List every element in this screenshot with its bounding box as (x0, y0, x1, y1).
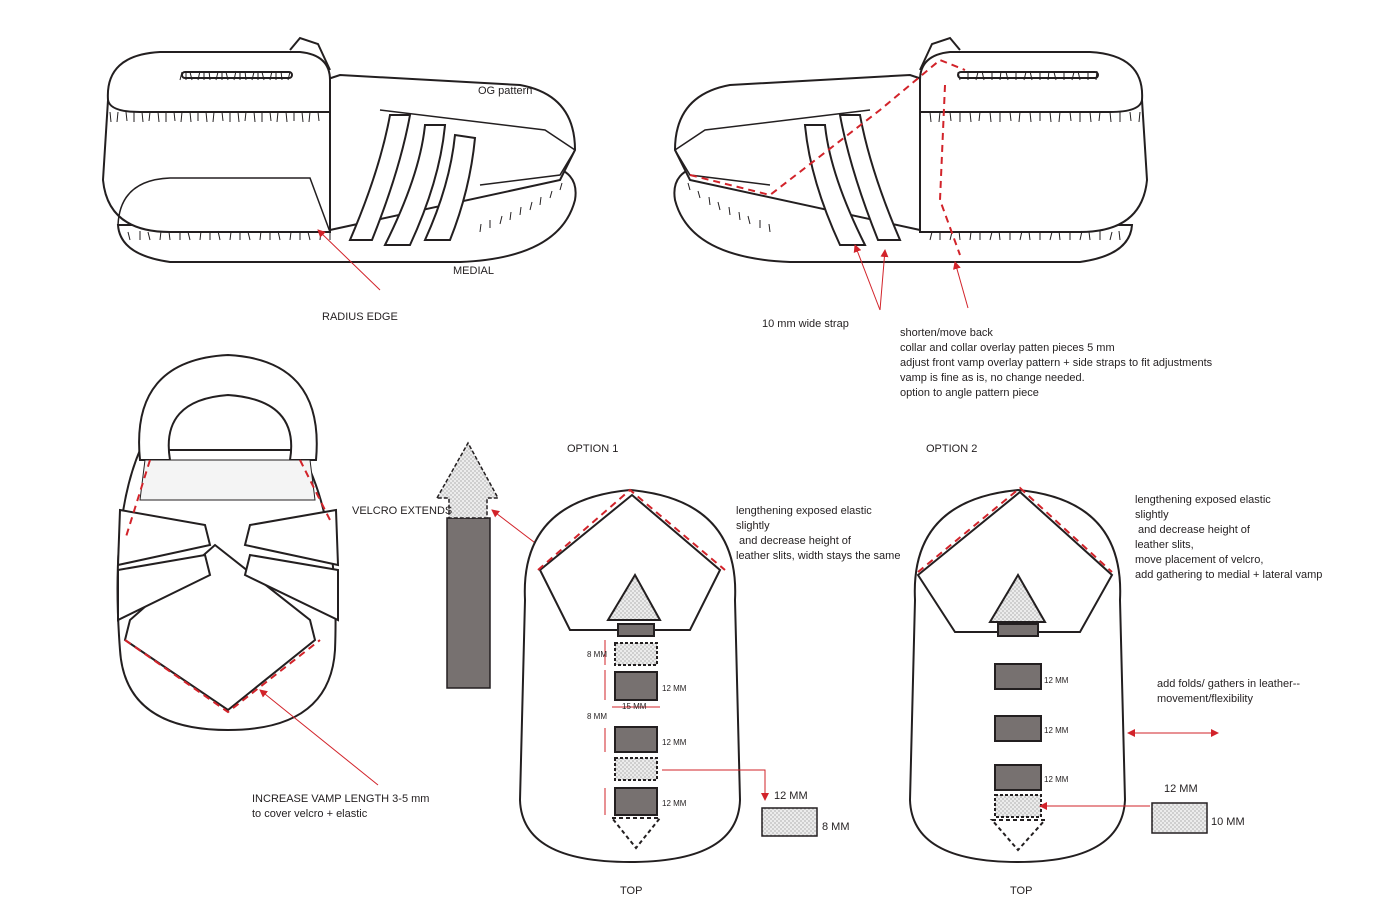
option2-note: lengthening exposed elastic slightly and… (1135, 494, 1323, 581)
option1-dim-lines (604, 640, 769, 815)
option1-sample-height: 8 MM (822, 821, 850, 833)
option1-top-label: TOP (620, 885, 643, 897)
shoe-lateral-side-view (673, 36, 1149, 263)
strap-leaders (853, 244, 969, 311)
radius-edge-leader (317, 229, 381, 291)
fringe-shoe-1 (109, 70, 563, 241)
option1-dim-12mm-a: 12 MM (662, 684, 687, 693)
velcro-extends-graphic (435, 441, 500, 689)
option2-title: OPTION 2 (926, 443, 978, 455)
radius-edge-label: RADIUS EDGE (322, 311, 398, 323)
fringe-shoe-2 (687, 70, 1141, 241)
option2-dim-12mm-c: 12 MM (1044, 775, 1069, 784)
option2-leaders (1039, 729, 1219, 810)
vamp-leader (259, 689, 379, 786)
option1-sample-width: 12 MM (774, 790, 808, 802)
folds-note: add folds/ gathers in leather-- movement… (1157, 678, 1301, 705)
option2-dim-12mm-b: 12 MM (1044, 726, 1069, 735)
option1-title: OPTION 1 (567, 443, 619, 455)
option2-sample-width: 12 MM (1164, 783, 1198, 795)
option1-dim-8mm-a: 8 MM (587, 650, 607, 659)
increase-vamp-label: INCREASE VAMP LENGTH 3-5 mm to cover vel… (252, 793, 430, 820)
option1-dim-12mm-b: 12 MM (662, 738, 687, 747)
option2-dim-12mm-a: 12 MM (1044, 676, 1069, 685)
option1-note: lengthening exposed elastic slightly and… (736, 505, 901, 562)
option2-top-view (908, 488, 1127, 864)
option1-top-view (518, 488, 742, 864)
velcro-extends-label: VELCRO EXTENDS (352, 505, 453, 517)
strap-label: 10 mm wide strap (762, 318, 849, 330)
option2-sample-height: 10 MM (1211, 816, 1245, 828)
revision-dashes-side (689, 58, 966, 256)
medial-label: MEDIAL (453, 265, 494, 277)
shoe-top-view-left (116, 353, 340, 732)
option1-dim-12mm-c: 12 MM (662, 799, 687, 808)
shoe-medial-side-view (101, 36, 577, 263)
revision-dashes-top (124, 459, 331, 714)
og-pattern-label: OG pattern (478, 85, 533, 97)
option1-velcro-sample (761, 807, 818, 837)
option1-dim-15mm: 15 MM (622, 702, 647, 711)
option1-dim-8mm-b: 8 MM (587, 712, 607, 721)
revision-notes: shorten/move back collar and collar over… (900, 327, 1213, 399)
option2-velcro-sample (1151, 802, 1208, 834)
option2-top-label: TOP (1010, 885, 1033, 897)
